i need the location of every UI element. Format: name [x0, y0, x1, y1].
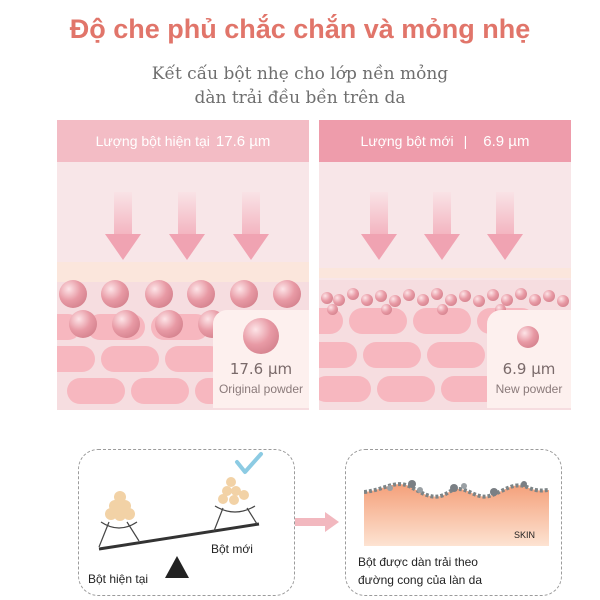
skin-cell — [57, 346, 95, 372]
right-pan — [214, 505, 256, 513]
skin-cell — [377, 376, 435, 402]
powder-particle — [459, 290, 471, 302]
powder-particle — [543, 290, 555, 302]
powder-particle — [487, 289, 499, 301]
powder-callout: 6.9 µm New powder — [487, 310, 571, 408]
scale-fulcrum — [165, 556, 189, 578]
skin-cell — [319, 342, 357, 368]
header-value: 6.9 µm — [483, 133, 530, 150]
skin-cell — [427, 342, 485, 368]
subtitle-line-2: dàn trải đều bền trên da — [194, 88, 406, 108]
base-layer — [57, 262, 309, 282]
powder-particle — [389, 295, 401, 307]
subtitle-line-1: Kết cấu bột nhẹ cho lớp nền mỏng — [151, 64, 449, 84]
callout-label: New powder — [495, 382, 563, 396]
powder-particle — [417, 294, 429, 306]
callout-label: Original powder — [218, 382, 304, 396]
powder-granule — [239, 490, 249, 500]
subtitle: Kết cấu bột nhẹ cho lớp nền mỏng dàn trả… — [0, 62, 600, 110]
skin-cell — [101, 346, 159, 372]
base-layer — [319, 268, 571, 278]
scale-beam — [98, 522, 260, 551]
powder-particle — [473, 295, 485, 307]
original-powder-panel: Lượng bột hiện tại 17.6 µm 17.6 µm Origin… — [57, 120, 309, 410]
header-value: 17.6 µm — [215, 133, 271, 150]
powder-particle — [347, 288, 359, 300]
powder-particle — [529, 294, 541, 306]
powder-particle-large — [243, 318, 279, 354]
panel-header — [319, 120, 571, 162]
check-icon — [235, 452, 263, 474]
powder-granule — [229, 495, 239, 505]
panel-header — [57, 120, 309, 162]
powder-callout: 17.6 µm Original powder — [213, 310, 309, 408]
skin-label: SKIN — [514, 530, 536, 540]
skin-cell — [319, 376, 371, 402]
powder-particle — [437, 304, 448, 315]
powder-particle — [501, 294, 513, 306]
powder-granule — [222, 486, 232, 496]
powder-particle — [321, 292, 333, 304]
header-separator: | — [463, 133, 468, 149]
page-title: Độ che phủ chắc chắn và mỏng nhẹ — [69, 14, 531, 44]
powder-granule — [114, 491, 126, 503]
header-label: Lượng bột hiện tại — [95, 133, 210, 149]
powder-granule — [123, 508, 135, 520]
powder-particle — [155, 310, 183, 338]
powder-granule — [114, 509, 126, 521]
powder-granule — [231, 486, 241, 496]
powder-particle — [445, 294, 457, 306]
powder-particle — [515, 288, 527, 300]
panel-header-text: Lượng bột mới | 6.9 µm — [319, 120, 571, 162]
right-arrow-icon — [295, 512, 339, 532]
powder-particle — [333, 294, 345, 306]
powder-particle — [273, 280, 301, 308]
skin-diagram-box: SKIN Bột được dàn trải theo đường cong c… — [345, 449, 562, 596]
new-powder-panel: Lượng bột mới | 6.9 µm 6.9 µm New powder — [319, 120, 571, 410]
skin-cell — [363, 342, 421, 368]
powder-particle — [403, 289, 415, 301]
callout-size: 6.9 µm — [502, 360, 556, 378]
scale-diagram-box: Bột hiện tại Bột mới — [78, 449, 295, 596]
skin-caption-line-1: Bột được dàn trải theo — [358, 555, 478, 569]
powder-particle — [145, 280, 173, 308]
callout-size: 17.6 µm — [229, 360, 293, 378]
powder-particle — [59, 280, 87, 308]
powder-particle — [69, 310, 97, 338]
powder-particle — [431, 288, 443, 300]
skin-caption-line-2: đường cong của làn da — [358, 573, 482, 587]
skin-cell — [349, 308, 407, 334]
skin-cell — [67, 378, 125, 404]
powder-particle — [327, 304, 338, 315]
powder-particle — [230, 280, 258, 308]
powder-granule — [218, 494, 228, 504]
panel-header-text: Lượng bột hiện tại 17.6 µm — [57, 120, 309, 162]
skin-cell — [131, 378, 189, 404]
powder-particle — [375, 290, 387, 302]
powder-particle — [101, 280, 129, 308]
seesaw-scale — [98, 452, 263, 578]
left-pan — [100, 521, 138, 529]
new-powder-label: Bột mới — [211, 542, 253, 556]
powder-granule — [226, 477, 236, 487]
powder-particle — [381, 304, 392, 315]
powder-particle — [495, 304, 506, 315]
powder-particle — [557, 295, 569, 307]
header-label: Lượng bột mới — [360, 133, 454, 149]
powder-particle — [187, 280, 215, 308]
skin-surface — [364, 480, 549, 546]
powder-particle — [361, 294, 373, 306]
powder-particle — [112, 310, 140, 338]
powder-particle-large — [517, 326, 539, 348]
current-powder-label: Bột hiện tại — [88, 572, 149, 586]
